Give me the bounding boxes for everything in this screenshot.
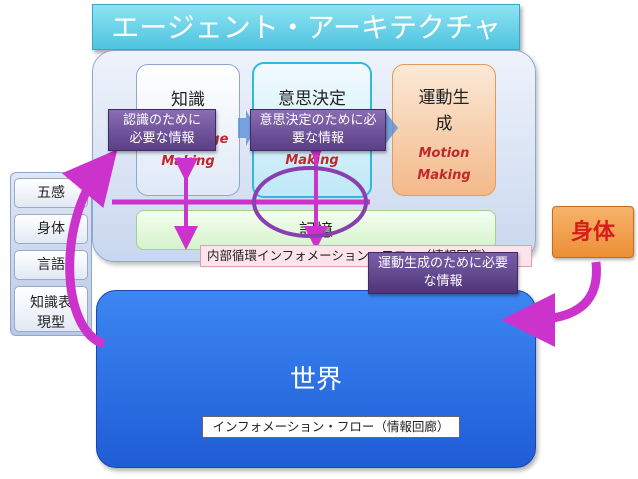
world-panel xyxy=(96,290,536,468)
world-information-flow: インフォメーション・フロー（情報回廊） xyxy=(202,416,460,438)
motion-module: 運動生成 Motion Making xyxy=(392,64,496,196)
highlight-circle xyxy=(252,166,368,238)
tag-recognition-info: 認識のために必要な情報 xyxy=(108,109,216,151)
arrow-knowledge-to-decision xyxy=(238,110,256,146)
page-title: エージェント・アーキテクチャ xyxy=(92,4,520,50)
knowledge-module-name: 知識 xyxy=(171,90,205,110)
tag-decision-info: 意思決定のために必要な情報 xyxy=(250,109,386,151)
motion-module-name: 運動生成 xyxy=(418,88,470,134)
side-item-language: 言語 xyxy=(14,250,88,280)
arrow-body-to-world xyxy=(501,261,601,347)
body-box: 身体 xyxy=(552,206,634,258)
arrow-world-to-agent xyxy=(61,149,118,349)
tag-motion-info: 運動生成のために必要な情報 xyxy=(368,252,518,294)
world-label: 世界 xyxy=(289,365,342,395)
decision-module-name: 意思決定 xyxy=(278,89,346,109)
motion-module-english: Motion Making xyxy=(417,146,471,183)
